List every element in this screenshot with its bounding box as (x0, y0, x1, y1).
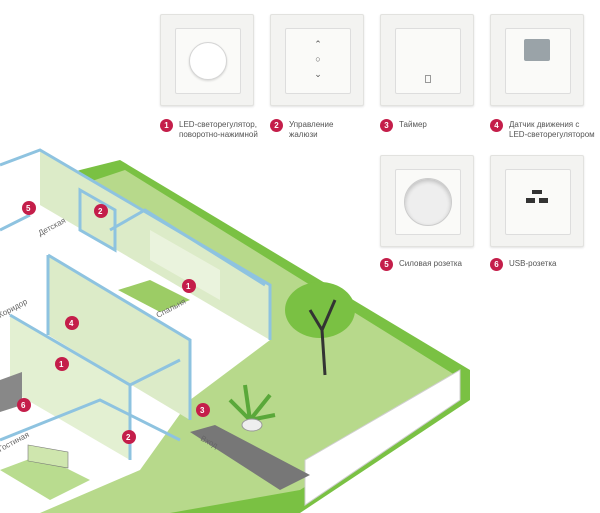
bed (118, 280, 190, 312)
device-card-dimmer (160, 14, 254, 106)
number-badge: 6 (490, 258, 503, 271)
tree-crown (285, 282, 355, 338)
usb-socket-icon (524, 190, 550, 208)
garden-wall (304, 369, 461, 506)
device-card-socket (380, 155, 474, 247)
svg-text:5: 5 (26, 204, 31, 213)
device-card-motion-sensor (490, 14, 584, 106)
power-socket-icon (404, 178, 452, 226)
svg-text:1: 1 (186, 282, 191, 291)
marker-5: 5 (22, 201, 36, 215)
plant (228, 384, 276, 422)
motion-sensor-icon (524, 39, 550, 61)
sofa (0, 455, 90, 500)
svg-text:6: 6 (21, 401, 26, 410)
living-wall (10, 315, 130, 460)
entrance-path (190, 425, 310, 490)
number-badge: 2 (270, 119, 283, 132)
device-card-usb (490, 155, 584, 247)
marker-3: 3 (196, 403, 210, 417)
tv (0, 372, 22, 412)
timer-switch-icon (425, 75, 431, 83)
coffee-table (27, 444, 69, 469)
svg-text:2: 2 (126, 433, 131, 442)
number-badge: 3 (380, 119, 393, 132)
device-card-blinds: ⌃○⌄ (270, 14, 364, 106)
marker-1: 1 (55, 357, 69, 371)
marker-1: 1 (182, 279, 196, 293)
svg-text:4: 4 (69, 319, 74, 328)
number-badge: 1 (160, 119, 173, 132)
blind-control-icon: ⌃○⌄ (314, 39, 322, 79)
corridor-wall (48, 255, 190, 420)
device-card-timer (380, 14, 474, 106)
rotary-dimmer-icon (189, 42, 227, 80)
marker-4: 4 (65, 316, 79, 330)
marker-2: 2 (94, 204, 108, 218)
svg-text:1: 1 (59, 360, 64, 369)
marker-6: 6 (17, 398, 31, 412)
number-badge: 4 (490, 119, 503, 132)
tree-trunk (308, 299, 337, 376)
svg-text:2: 2 (98, 207, 103, 216)
marker-2: 2 (122, 430, 136, 444)
number-badge: 5 (380, 258, 393, 271)
svg-text:3: 3 (200, 406, 205, 415)
